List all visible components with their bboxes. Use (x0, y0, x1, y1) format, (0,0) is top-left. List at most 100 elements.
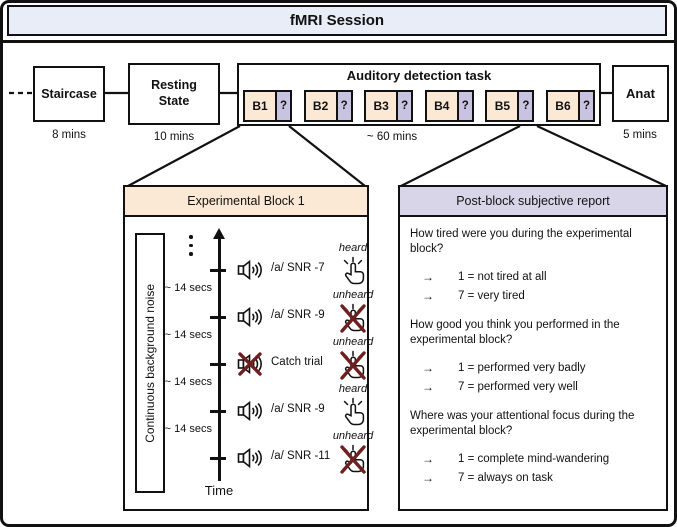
subjective-report-header: Post-block subjective report (400, 187, 666, 217)
time-arrowhead-icon (213, 228, 225, 239)
question-option: → 7 = very tired (410, 289, 656, 305)
experimental-block-header: Experimental Block 1 (125, 187, 367, 217)
header-divider (3, 40, 674, 43)
speaker-icon (237, 447, 263, 469)
background-noise-box: Continuous background noise (135, 233, 165, 493)
session-title: fMRI Session (289, 12, 385, 29)
question-option: → 1 = not tired at all (410, 270, 656, 286)
trial-label: /a/ SNR -7 (271, 262, 325, 274)
arrow-icon: → (422, 289, 434, 304)
question-block-5: ? (517, 90, 535, 122)
block-b3: B3 (364, 90, 399, 122)
background-noise-label: Continuous background noise (143, 283, 157, 443)
tick-mark (210, 362, 226, 366)
interval-label-3: ~ 14 secs (164, 376, 212, 388)
subjective-report-title: Post-block subjective report (456, 194, 610, 208)
block-b6: B6 (545, 90, 580, 122)
question-1: How tired were you during the experiment… (410, 227, 656, 305)
interval-label-4: ~ 14 secs (164, 423, 212, 435)
resting-duration: 10 mins (153, 131, 195, 143)
question-text: Where was your attentional focus during … (410, 410, 635, 438)
tick-mark (210, 315, 226, 319)
question-option: → 1 = performed very badly (410, 361, 656, 377)
tap-crossed-icon (340, 303, 366, 333)
response-label: heard (338, 242, 368, 254)
speaker-icon (237, 306, 263, 328)
question-text: How good you think you performed in the … (410, 319, 620, 347)
session-title-bar: fMRI Session (7, 5, 667, 36)
tap-crossed-icon (340, 350, 366, 380)
response-label: unheard (332, 336, 374, 348)
block-group-6: B6 ? (545, 90, 595, 122)
option-text: 1 = performed very badly (458, 362, 586, 375)
fan-left-a (127, 125, 241, 187)
tick-mark (210, 456, 226, 460)
staircase-duration: 8 mins (52, 129, 86, 141)
option-text: 7 = always on task (458, 472, 553, 485)
ellipsis-icon (189, 235, 193, 256)
question-2: How good you think you performed in the … (410, 318, 656, 396)
speaker-icon (237, 259, 263, 281)
speaker-crossed-icon (237, 352, 263, 376)
arrow-icon: → (422, 471, 434, 486)
subjective-report-body: How tired were you during the experiment… (400, 217, 666, 519)
time-axis-label: Time (204, 483, 234, 498)
interval-label-1: ~ 14 secs (164, 282, 212, 294)
time-axis-line (218, 237, 221, 481)
block-b5: B5 (485, 90, 520, 122)
question-3: Where was your attentional focus during … (410, 409, 656, 487)
experimental-block-title: Experimental Block 1 (187, 194, 305, 208)
anat-duration: 5 mins (623, 129, 657, 141)
resting-state-box: Resting State (128, 63, 220, 125)
trial-label: /a/ SNR -9 (271, 309, 325, 321)
cross-icon (340, 304, 366, 333)
subjective-report-panel: Post-block subjective report How tired w… (398, 185, 668, 511)
trial-label: /a/ SNR -9 (271, 403, 325, 415)
block-group-3: B3 ? (364, 90, 414, 122)
question-block-2: ? (335, 90, 353, 122)
experimental-block-panel: Experimental Block 1 Continuous backgrou… (123, 185, 373, 511)
cross-icon (340, 445, 366, 474)
tick-mark (210, 409, 226, 413)
block-group-5: B5 ? (485, 90, 535, 122)
question-option: → 7 = performed very well (410, 380, 656, 396)
question-block-4: ? (456, 90, 474, 122)
block-group-2: B2 ? (303, 90, 353, 122)
auditory-task-box: Auditory detection task B1 ? B2 ? B3 ? B… (237, 63, 601, 126)
block-group-1: B1 ? (243, 90, 292, 122)
trial-label: Catch trial (271, 356, 323, 368)
option-text: 7 = very tired (458, 290, 525, 303)
staircase-box: Staircase (33, 66, 105, 122)
speaker-icon (237, 400, 263, 422)
option-text: 1 = not tired at all (458, 271, 547, 284)
interval-label-2: ~ 14 secs (164, 329, 212, 341)
arrow-icon: → (422, 380, 434, 395)
option-text: 1 = complete mind-wandering (458, 453, 610, 466)
tap-icon (340, 256, 366, 286)
question-block-6: ? (577, 90, 595, 122)
cross-icon (340, 351, 366, 380)
arrow-icon: → (422, 361, 434, 376)
question-block-3: ? (396, 90, 414, 122)
adt-duration: ~ 60 mins (366, 131, 418, 143)
block-b1: B1 (243, 90, 277, 122)
question-text: How tired were you during the experiment… (410, 228, 632, 256)
experimental-block-body: Continuous background noise ~ 14 secs ~ … (125, 217, 373, 509)
option-text: 7 = performed very well (458, 381, 578, 394)
trial-label: /a/ SNR -11 (271, 450, 331, 462)
fan-right-b (536, 125, 667, 187)
staircase-label: Staircase (41, 87, 97, 101)
arrow-icon: → (422, 270, 434, 285)
resting-state-label: Resting State (151, 78, 197, 108)
anat-label: Anat (626, 86, 655, 101)
cross-icon (238, 352, 262, 376)
block-group-4: B4 ? (424, 90, 474, 122)
tap-icon (340, 397, 366, 427)
response-label: unheard (332, 289, 374, 301)
fan-left-b (288, 125, 366, 187)
fan-right-a (400, 125, 521, 187)
block-b2: B2 (303, 90, 338, 122)
auditory-task-title: Auditory detection task (346, 68, 492, 83)
question-option: → 1 = complete mind-wandering (410, 452, 656, 468)
anat-box: Anat (612, 65, 669, 122)
